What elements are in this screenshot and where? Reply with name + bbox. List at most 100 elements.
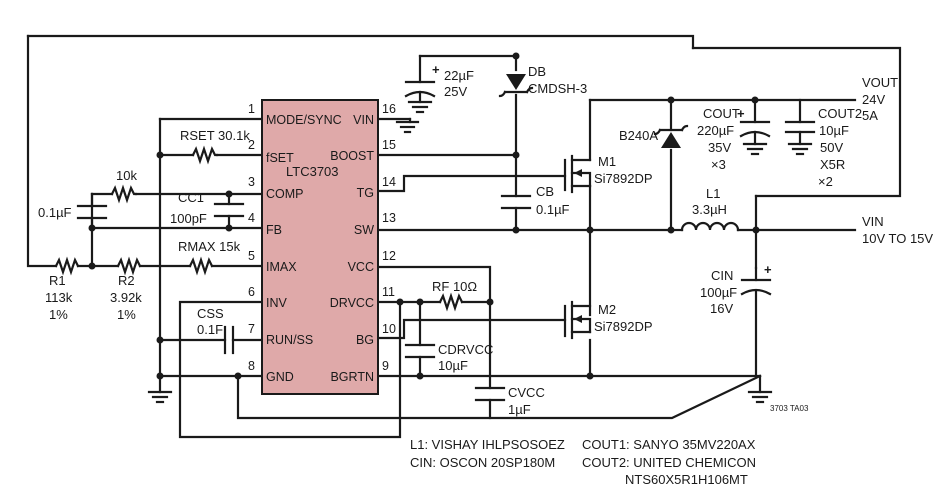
resistor-rset [191, 145, 219, 165]
pin-number: 8 [248, 359, 255, 373]
capacitors [76, 80, 816, 402]
pin-number: 14 [382, 175, 396, 189]
pin-name: SW [354, 223, 374, 237]
pin-number: 1 [248, 102, 255, 116]
cdrvcc-value: 10µF [438, 358, 468, 373]
rf-label: RF 10Ω [432, 279, 477, 294]
component-labels: RSET 30.1k 10k 0.1µF CC1 100pF RMAX 15k … [38, 64, 933, 417]
pin-name: IMAX [266, 260, 297, 274]
figure-code: 3703 TA03 [770, 404, 809, 413]
r1-value: 113k [45, 290, 73, 305]
vout-current: 5A [862, 108, 878, 123]
cc1-value-label: 100pF [170, 211, 207, 226]
ic-part-label: LTC3703 [286, 164, 339, 179]
ground-icon [747, 390, 773, 404]
r1-tol: 1% [49, 307, 68, 322]
cout2-count: ×2 [818, 174, 833, 189]
ground-icon [407, 100, 433, 114]
diode-db [498, 74, 534, 98]
rset-label: RSET 30.1k [180, 128, 250, 143]
r2-tol: 1% [117, 307, 136, 322]
resistor-rmax [188, 256, 214, 276]
ic-pin-names: MODE/SYNC fSET COMP FB IMAX INV RUN/SS G… [266, 113, 374, 384]
pin-number: 10 [382, 322, 396, 336]
pin-name: VCC [348, 260, 374, 274]
cb-value: 0.1µF [536, 202, 570, 217]
note-cin: CIN: OSCON 20SP180M [410, 455, 555, 470]
m2-part: Si7892DP [594, 319, 653, 334]
cout2-value: 10µF [819, 123, 849, 138]
note-cout1: COUT1: SANYO 35MV220AX [582, 437, 756, 452]
note-cout2: COUT2: UNITED CHEMICON [582, 455, 756, 470]
pin-number: 15 [382, 138, 396, 152]
c01-label: 0.1µF [38, 205, 72, 220]
pin-name: fSET [266, 151, 294, 165]
pin-number: 11 [382, 285, 395, 299]
vin-name: VIN [862, 214, 884, 229]
plus-mark: + [764, 262, 772, 277]
cvcc-value: 1µF [508, 402, 531, 417]
pin-name: COMP [266, 187, 304, 201]
cout-value: 220µF [697, 123, 734, 138]
l1-value: 3.3µH [692, 202, 727, 217]
resistors [54, 145, 464, 312]
ground-symbols [147, 100, 813, 404]
mosfet-m2 [563, 300, 592, 340]
vin-range: 10V TO 15V [862, 231, 933, 246]
junction-dots [88, 52, 760, 380]
pin-number: 3 [248, 175, 255, 189]
cin-voltage: 16V [710, 301, 733, 316]
pin-name: TG [357, 186, 374, 200]
pin-name: MODE/SYNC [266, 113, 342, 127]
polarity-marks: + + + [432, 62, 772, 277]
pin-name: RUN/SS [266, 333, 313, 347]
pin-number: 9 [382, 359, 389, 373]
pin-name: DRVCC [330, 296, 374, 310]
pin-number: 7 [248, 322, 255, 336]
cout2-dielectric: X5R [820, 157, 845, 172]
l1-name: L1 [706, 186, 720, 201]
resistor-10k [110, 184, 138, 204]
css-name: CSS [197, 306, 224, 321]
m1-part: Si7892DP [594, 171, 653, 186]
b240a-label: B240A [619, 128, 658, 143]
pin-number: 4 [248, 211, 255, 225]
m1-name: M1 [598, 154, 616, 169]
plus-mark: + [737, 106, 745, 121]
pin-number: 6 [248, 285, 255, 299]
cc1-name-label: CC1 [178, 190, 204, 205]
note-cout2-part: NTS60X5R1H106MT [625, 472, 748, 487]
r2-name: R2 [118, 273, 135, 288]
r2-value: 3.92k [110, 290, 142, 305]
cin22-value: 22µF [444, 68, 474, 83]
pin-number: 13 [382, 211, 396, 225]
cin22-voltage: 25V [444, 84, 467, 99]
resistor-r1 [54, 256, 80, 276]
note-l1: L1: VISHAY IHLPSOSOEZ [410, 437, 565, 452]
wires [26, 34, 902, 439]
vout-voltage: 24V [862, 92, 885, 107]
part-notes: L1: VISHAY IHLPSOSOEZ CIN: OSCON 20SP180… [410, 437, 756, 487]
cin-value: 100µF [700, 285, 737, 300]
resistor-r2 [116, 256, 142, 276]
ic-pin-numbers: 1 2 3 4 5 6 7 8 16 15 14 13 12 11 10 9 [248, 102, 396, 373]
pin-name: BOOST [330, 149, 374, 163]
resistor-rf [438, 292, 464, 312]
inductor-l1 [680, 221, 740, 232]
cin-name: CIN [711, 268, 733, 283]
r1-name: R1 [49, 273, 66, 288]
cout2-name: COUT2 [818, 106, 862, 121]
mosfet-m1 [563, 154, 592, 194]
pin-name: BGRTN [330, 370, 374, 384]
ltc3703-ic: LTC3703 [261, 99, 379, 395]
pin-number: 2 [248, 138, 255, 152]
ground-icon [787, 142, 813, 156]
r10k-label: 10k [116, 168, 137, 183]
m2-name: M2 [598, 302, 616, 317]
cb-name: CB [536, 184, 554, 199]
cout-count: ×3 [711, 157, 726, 172]
ground-icon [395, 117, 420, 134]
pin-number: 12 [382, 249, 396, 263]
